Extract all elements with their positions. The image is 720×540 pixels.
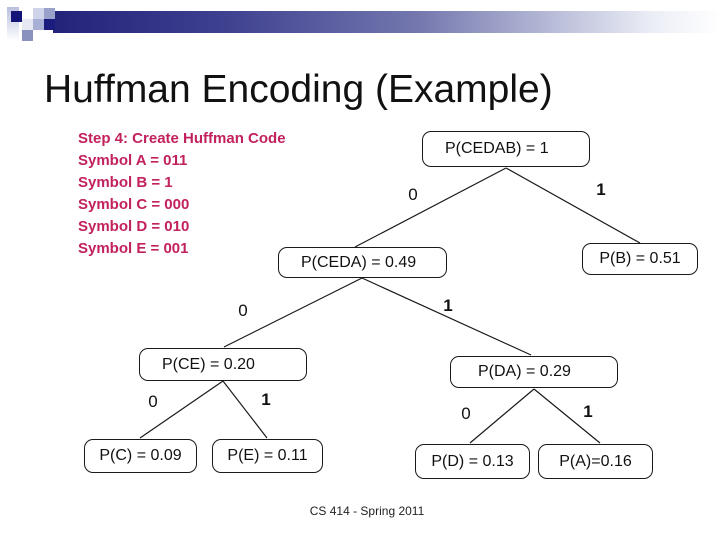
edge-label-root-right: 1 — [596, 180, 606, 199]
edge-label-ce-left: 0 — [148, 392, 158, 411]
edge-label-ceda-left: 0 — [238, 301, 248, 320]
symbol-code-line: Symbol B = 1 — [78, 174, 173, 191]
deco-square — [22, 19, 33, 30]
tree-node-c: P(C) = 0.09 — [84, 439, 197, 473]
tree-edge — [505, 167, 641, 244]
tree-edge — [469, 388, 535, 444]
slide-title: Huffman Encoding (Example) — [44, 68, 553, 111]
tree-edge — [533, 388, 601, 444]
symbol-code-line: Symbol C = 000 — [78, 196, 190, 213]
edge-label-da-left: 0 — [461, 404, 471, 423]
tree-edge — [139, 380, 224, 439]
tree-edge — [361, 277, 532, 356]
edge-label-da-right: 1 — [583, 402, 593, 421]
deco-square — [33, 8, 44, 19]
tree-node-ce: P(CE) = 0.20 — [139, 348, 307, 381]
tree-node-e: P(E) = 0.11 — [212, 439, 323, 473]
tree-node-a: P(A)=0.16 — [538, 444, 653, 479]
deco-square — [22, 30, 33, 41]
tree-node-root: P(CEDAB) = 1 — [422, 131, 590, 167]
deco-square — [33, 19, 44, 30]
symbol-code-line: Symbol A = 011 — [78, 152, 188, 169]
edge-label-ce-right: 1 — [261, 390, 271, 409]
deco-square — [44, 8, 55, 19]
edge-label-root-left: 0 — [408, 185, 418, 204]
tree-node-da: P(DA) = 0.29 — [450, 356, 618, 388]
tree-node-b: P(B) = 0.51 — [582, 243, 698, 275]
tree-edge — [223, 277, 363, 348]
symbol-code-line: Symbol D = 010 — [78, 218, 190, 235]
tree-edge — [354, 167, 507, 248]
slide-footer: CS 414 - Spring 2011 — [309, 504, 425, 518]
step-notes: Step 4: Create Huffman Code Symbol A = 0… — [78, 128, 286, 260]
step-heading: Step 4: Create Huffman Code — [78, 130, 286, 147]
tree-edge — [222, 380, 268, 439]
tree-node-d: P(D) = 0.13 — [415, 444, 530, 479]
deco-square — [11, 11, 22, 22]
edge-label-ceda-right: 1 — [443, 296, 453, 315]
deco-square — [44, 19, 55, 30]
header-gradient-bar — [53, 11, 720, 33]
symbol-code-line: Symbol E = 001 — [78, 240, 189, 257]
tree-node-ceda: P(CEDA) = 0.49 — [278, 247, 447, 278]
